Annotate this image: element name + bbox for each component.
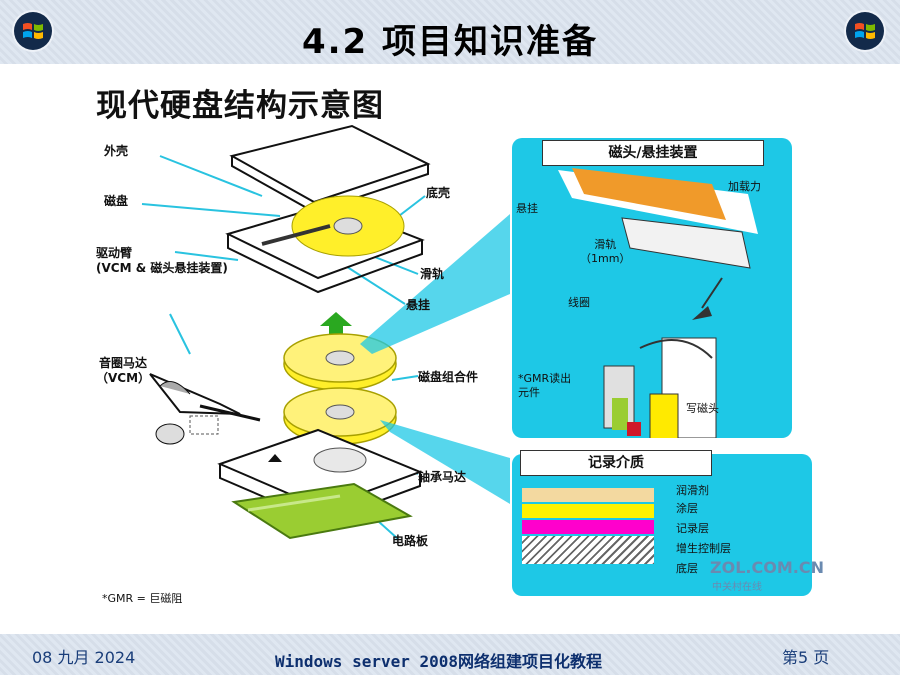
footer-course-title: Windows server 2008网络组建项目化教程	[275, 652, 603, 671]
watermark-sub: 中关村在线	[712, 582, 762, 593]
slide-header: 4.2 项目知识准备	[0, 0, 900, 62]
label-base: 底壳	[426, 186, 451, 200]
label-head-suspension: 悬挂	[516, 202, 538, 215]
label-gmr-element: *GMR读出 元件	[518, 372, 572, 399]
label-pcb: 电路板	[392, 534, 429, 548]
label-load-force: 加载力	[728, 180, 761, 193]
layer-growth-control	[522, 536, 654, 564]
label-suspension: 悬挂	[406, 298, 431, 312]
slide-content: 现代硬盘结构示意图	[0, 64, 900, 634]
label-layer-underlayer: 底层	[676, 562, 698, 575]
layer-recording	[522, 520, 654, 534]
watermark-main: ZOL.COM.CN	[710, 558, 824, 577]
slide-footer: 08 九月 2024 Windows server 2008网络组建项目化教程 …	[0, 636, 900, 675]
label-layer-recording: 记录层	[676, 522, 709, 535]
footer-date: 08 九月 2024	[32, 648, 136, 667]
label-slider: 滑轨	[420, 267, 445, 281]
windows-logo-icon	[14, 12, 52, 50]
label-layer-growth-control: 增生控制层	[676, 542, 731, 555]
label-spindle-motor: 轴承马达	[418, 470, 467, 484]
label-platter: 磁盘	[104, 194, 129, 208]
head-suspension-illustration	[558, 168, 758, 438]
label-layer-coating: 涂层	[676, 502, 698, 515]
layer-lubricant	[522, 488, 654, 502]
label-vcm: 音圈马达 （VCM）	[96, 356, 151, 385]
diagram-title: 现代硬盘结构示意图	[96, 88, 384, 124]
label-layer-lubricant: 润滑剂	[676, 484, 709, 497]
head-suspension-panel	[512, 138, 792, 438]
layer-coating	[522, 504, 654, 518]
label-head-slider: 滑轨 （1mm）	[580, 238, 631, 265]
label-platter-assembly: 磁盘组合件	[418, 370, 479, 384]
label-arm: 驱动臂 (VCM & 磁头悬挂装置)	[96, 246, 228, 275]
slide-title: 4.2 项目知识准备	[301, 22, 599, 62]
media-panel-title: 记录介质	[520, 450, 712, 476]
hdd-exploded-illustration	[141, 124, 510, 540]
label-write-head: 写磁头	[686, 402, 719, 415]
label-coil: 线圈	[568, 296, 590, 309]
footer-page-number: 第5 页	[782, 648, 830, 667]
label-gmr-note: *GMR = 巨磁阻	[102, 592, 183, 605]
label-shell: 外壳	[104, 144, 129, 158]
head-panel-title: 磁头/悬挂装置	[542, 140, 764, 166]
windows-logo-icon	[846, 12, 884, 50]
